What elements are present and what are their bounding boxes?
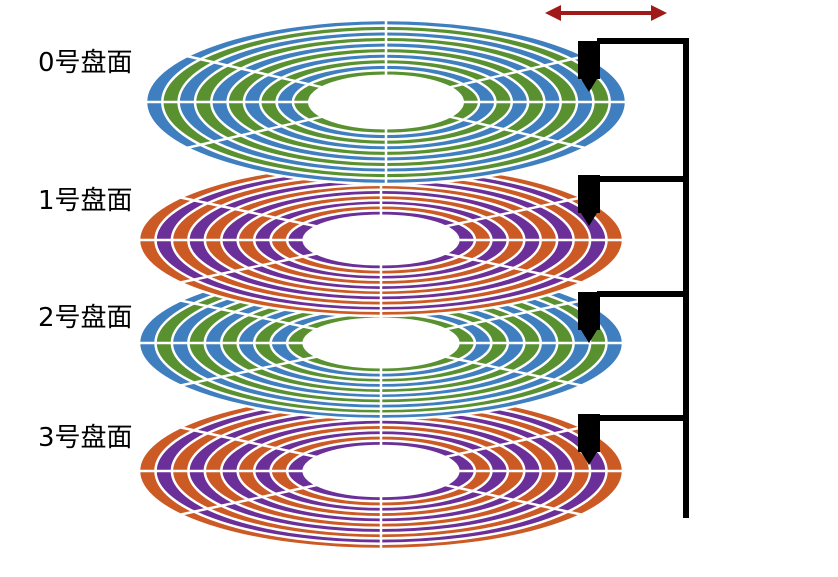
platter-label-0: 0号盘面 [38, 48, 133, 78]
sector-divider [444, 252, 582, 284]
platter-0 [144, 18, 628, 186]
platter-label-2: 2号盘面 [38, 303, 133, 333]
sector-divider [444, 196, 582, 228]
sector-divider [186, 115, 323, 150]
sector-divider [444, 299, 582, 331]
sector-divider [449, 54, 586, 89]
sector-divider [180, 355, 318, 387]
sector-divider [180, 483, 318, 516]
sector-divider [180, 426, 318, 459]
sector-divider [180, 299, 318, 331]
platter-label-3: 3号盘面 [38, 423, 133, 453]
sector-divider [444, 426, 582, 459]
platter-3 [137, 391, 625, 551]
actuator-arm-assembly [578, 38, 689, 518]
sector-divider [444, 483, 582, 516]
sector-divider [180, 252, 318, 284]
sector-divider [444, 355, 582, 387]
sector-divider [186, 54, 323, 89]
sector-divider [180, 196, 318, 228]
sector-divider [449, 115, 586, 150]
platter-label-1: 1号盘面 [38, 186, 133, 216]
spindle-hole [302, 317, 460, 369]
read-write-head-icon [578, 292, 600, 343]
read-write-head-icon [578, 414, 600, 465]
read-write-head-icon [578, 175, 600, 226]
spindle-hole [302, 444, 460, 498]
spindle-hole [307, 74, 465, 130]
platter-1 [137, 162, 625, 318]
spindle-hole [302, 214, 460, 266]
read-write-head-icon [578, 41, 600, 92]
